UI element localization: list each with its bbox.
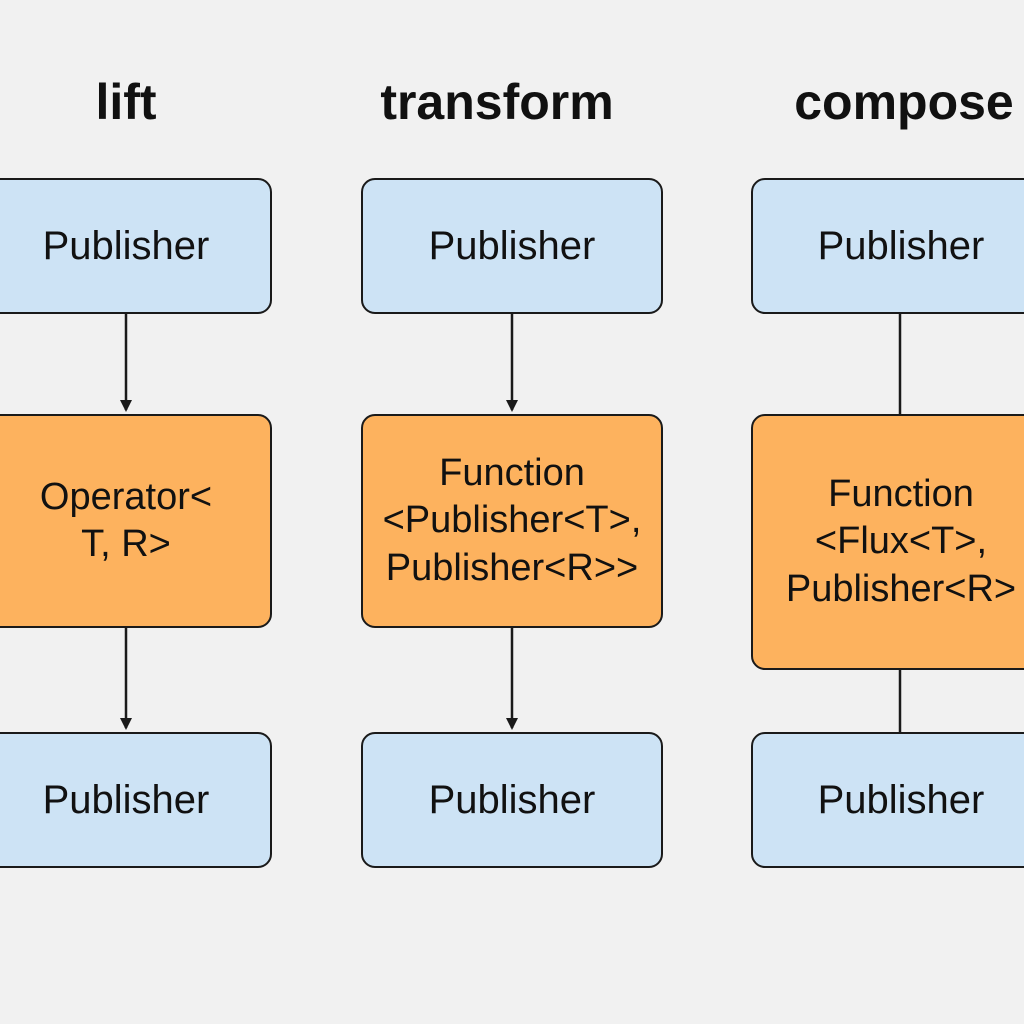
compose-top-publisher: Publisher — [751, 178, 1024, 314]
lift-top-publisher: Publisher — [0, 178, 272, 314]
transform-bottom-publisher: Publisher — [361, 732, 663, 868]
lift-bottom-publisher: Publisher — [0, 732, 272, 868]
transform-top-publisher: Publisher — [361, 178, 663, 314]
column-title-lift: lift — [95, 74, 157, 130]
compose-bottom-publisher: Publisher — [751, 732, 1024, 868]
column-title-transform: transform — [380, 74, 614, 130]
compose-function-box: Function <Flux<T>, Publisher<R> — [751, 414, 1024, 670]
lift-operator-box: Operator< T, R> — [0, 414, 272, 628]
transform-function-box: Function <Publisher<T>, Publisher<R>> — [361, 414, 663, 628]
column-title-compose: compose — [794, 74, 1014, 130]
